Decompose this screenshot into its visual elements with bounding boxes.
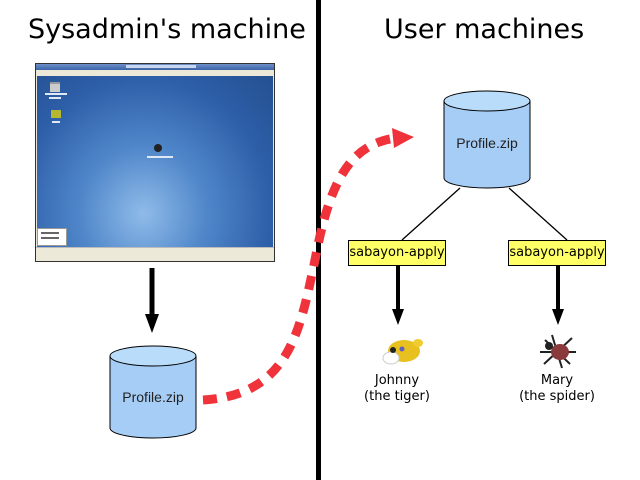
popup-menu [37,228,67,246]
window-menubar [36,70,274,76]
transfer-arrow-head [392,128,414,148]
profile-cylinder-right [443,90,531,189]
bottom-panel [36,247,274,261]
sabayon-apply-box-left: sabayon-apply [348,240,446,266]
tiger-icon [382,339,423,365]
sabayon-apply-box-right: sabayon-apply [508,240,606,266]
desktop-screenshot [35,63,275,262]
arrow-head [145,314,159,333]
user-machines-heading: User machines [384,14,585,45]
desktop-background [37,76,273,248]
profile-label-right: Profile.zip [456,135,518,151]
profile-cylinder-left [109,345,197,439]
user-johnny: Johnny (the tiger) [342,373,452,405]
link-to-apply-left [401,187,461,241]
user-name: Mary [540,373,574,388]
user-desc: (the tiger) [364,389,430,404]
transfer-arrow [202,133,396,405]
computer-icon [154,144,162,152]
sysadmin-heading: Sysadmin's machine [28,14,306,45]
arrow-head [552,309,564,325]
home-folder-icon [50,82,60,92]
trash-icon [51,110,61,118]
spider-icon [540,334,576,369]
user-name: Johnny [374,373,420,388]
arrow-head [392,309,404,325]
window-titlebar [36,64,274,70]
link-to-apply-right [508,187,568,241]
user-desc: (the spider) [519,389,595,404]
user-mary: Mary (the spider) [502,373,612,405]
profile-label-left: Profile.zip [122,389,184,405]
